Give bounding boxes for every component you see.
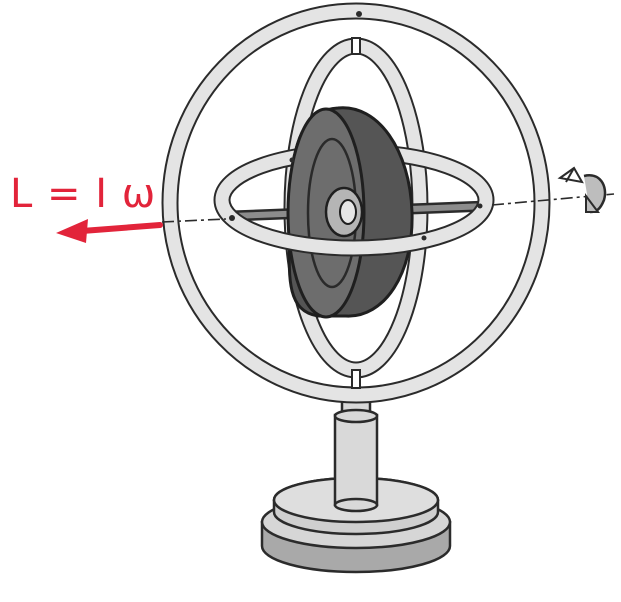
rotor-disk bbox=[286, 106, 414, 319]
stand-column bbox=[333, 398, 379, 513]
angular-momentum-formula: L = I ω bbox=[10, 171, 157, 217]
arrow-left-icon bbox=[56, 219, 163, 243]
curved-arrow-icon bbox=[557, 166, 607, 214]
pivot-pins bbox=[229, 11, 483, 389]
inner-gimbal-ring-front bbox=[213, 199, 495, 257]
outer-gimbal-ring bbox=[161, 2, 551, 404]
